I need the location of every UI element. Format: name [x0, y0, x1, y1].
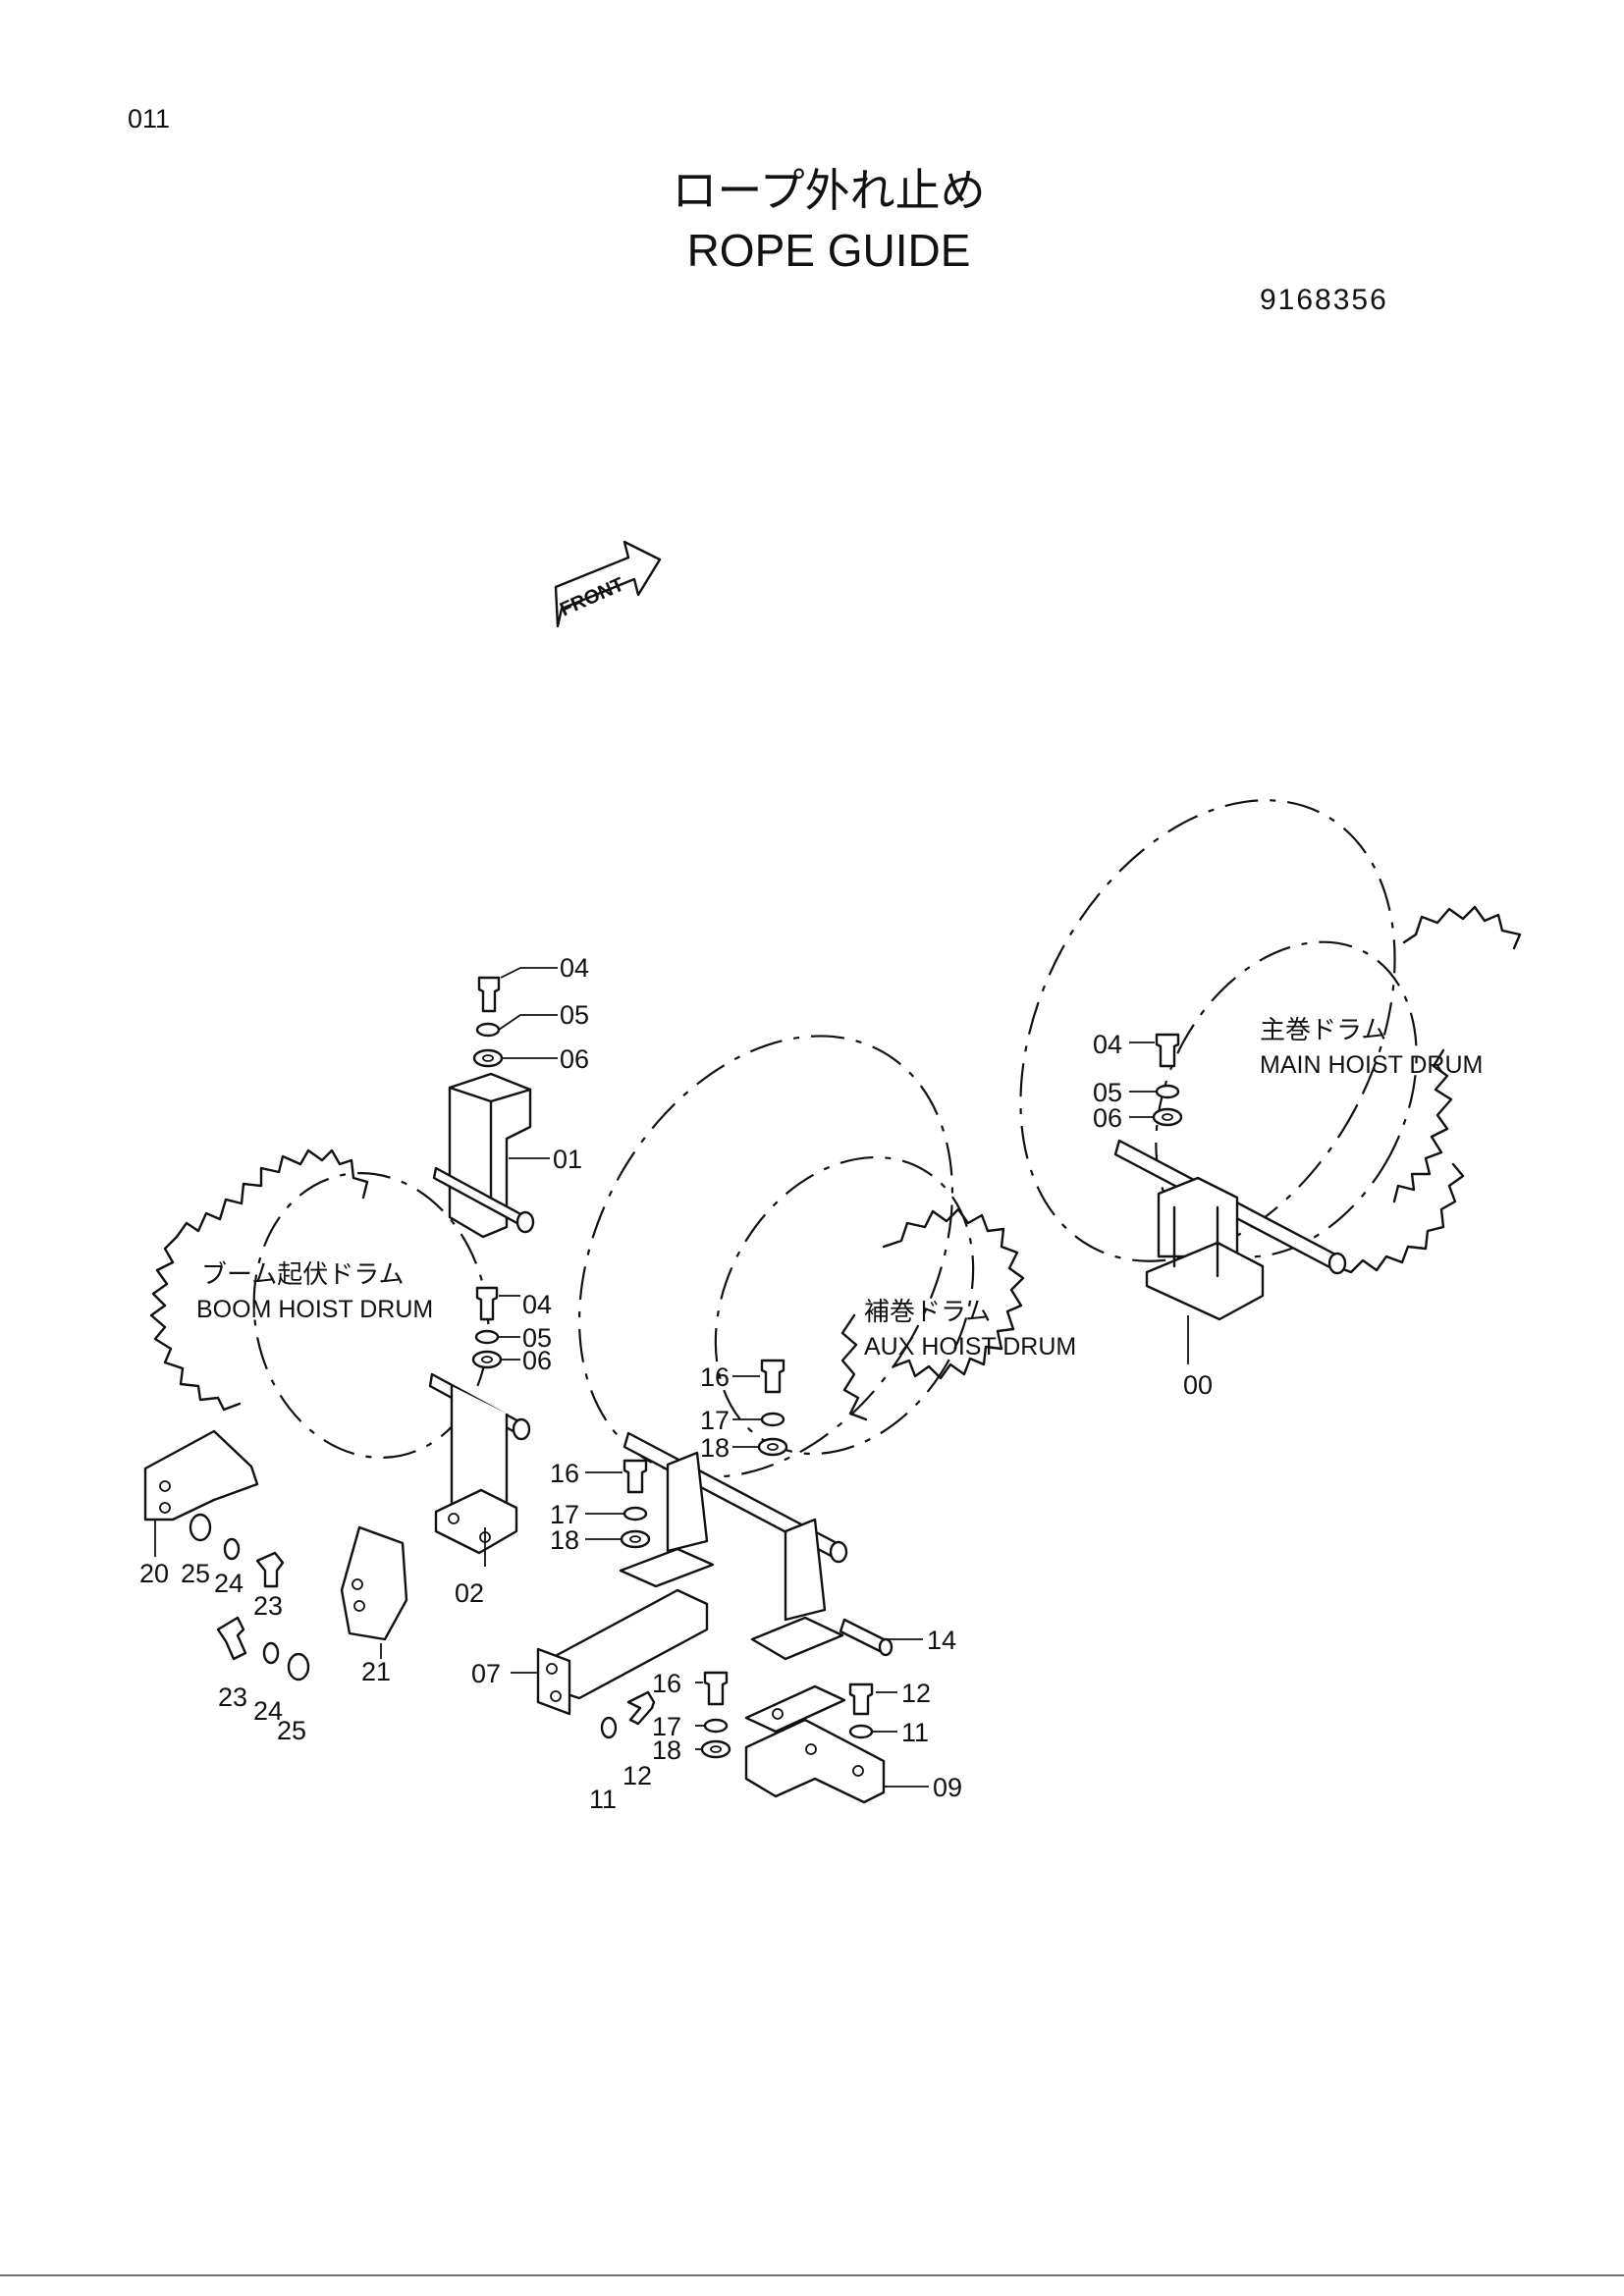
spring-washer-icon [475, 1022, 501, 1038]
callout-05: 05 [522, 1323, 552, 1353]
spring-washer-icon [1155, 1084, 1180, 1099]
boom-drum-label-jp: ブーム起伏ドラム [201, 1259, 404, 1289]
callout-04: 04 [560, 953, 589, 983]
callout-17: 17 [700, 1406, 730, 1435]
callout-16: 16 [550, 1459, 579, 1488]
flat-washer-icon [189, 1513, 212, 1542]
bolt-icon [626, 1690, 656, 1726]
leader-lines [154, 967, 1189, 1788]
bracket-02 [428, 1372, 531, 1555]
spring-washer-icon [600, 1716, 618, 1739]
bracket-01 [432, 1072, 535, 1239]
callout-04: 04 [1093, 1030, 1122, 1059]
flat-washer-icon [287, 1652, 310, 1682]
callout-18: 18 [700, 1433, 730, 1463]
callout-numbers: 04 05 06 01 04 05 06 02 04 05 06 00 16 1… [139, 953, 1213, 1814]
callout-12: 12 [901, 1679, 931, 1708]
bolt-icon [1155, 1033, 1180, 1068]
aux-drum-label-jp: 補巻ドラム [864, 1297, 991, 1326]
callout-02: 02 [455, 1578, 484, 1608]
callout-05: 05 [560, 1000, 589, 1030]
callout-05: 05 [1093, 1078, 1122, 1107]
callout-24: 24 [253, 1696, 283, 1726]
bracket-09 [744, 1684, 886, 1804]
spring-washer-icon [223, 1537, 241, 1561]
callout-01: 01 [553, 1145, 582, 1174]
flat-washer-icon [700, 1739, 731, 1759]
callout-18: 18 [652, 1735, 681, 1765]
callout-25: 25 [181, 1559, 210, 1588]
main-drum-label-en: MAIN HOIST DRUM [1260, 1051, 1483, 1079]
callout-18: 18 [550, 1525, 579, 1555]
page-code: 011 [128, 104, 170, 133]
guide-14 [619, 1431, 893, 1661]
callout-12: 12 [623, 1761, 652, 1790]
flat-washer-icon [757, 1437, 788, 1457]
bolt-icon [848, 1682, 874, 1716]
bracket-21 [340, 1525, 408, 1641]
bolt-icon [477, 976, 501, 1013]
hardware [189, 976, 1183, 1759]
callout-23: 23 [218, 1682, 247, 1712]
callout-16: 16 [700, 1362, 730, 1392]
bracket-07 [536, 1588, 709, 1716]
callout-14: 14 [927, 1626, 956, 1655]
title-japanese: ロープ外れ止め [672, 165, 985, 216]
bolt-icon [216, 1616, 247, 1661]
callout-25: 25 [277, 1716, 306, 1745]
spring-washer-icon [623, 1506, 648, 1522]
flat-washer-icon [471, 1350, 503, 1369]
callout-00: 00 [1183, 1370, 1213, 1400]
flat-washer-icon [620, 1529, 651, 1549]
flat-washer-icon [472, 1048, 504, 1068]
callout-06: 06 [522, 1346, 552, 1375]
callout-17: 17 [550, 1500, 579, 1529]
spring-washer-icon [262, 1641, 280, 1665]
callout-23: 23 [253, 1591, 283, 1621]
callout-09: 09 [933, 1773, 962, 1802]
callout-11: 11 [901, 1718, 929, 1747]
callout-04: 04 [522, 1290, 552, 1319]
spring-washer-icon [760, 1412, 785, 1427]
front-arrow-icon: FRONT [554, 540, 662, 628]
spring-washer-icon [703, 1718, 729, 1734]
boom-drum-label-en: BOOM HOIST DRUM [196, 1296, 433, 1323]
callout-06: 06 [560, 1044, 589, 1074]
bracket-20 [143, 1429, 259, 1522]
callout-06: 06 [1093, 1103, 1122, 1133]
front-label: FRONT [557, 573, 627, 620]
main-hoist-drum [1019, 799, 1522, 1274]
main-drum-label-jp: 主巻ドラム [1260, 1015, 1386, 1044]
bolt-icon [623, 1459, 648, 1494]
callout-24: 24 [214, 1569, 244, 1598]
spring-washer-icon [474, 1329, 500, 1345]
drawing-number: 9168356 [1260, 284, 1388, 316]
aux-drum-label-en: AUX HOIST DRUM [864, 1333, 1076, 1361]
callout-07: 07 [471, 1659, 501, 1688]
callout-20: 20 [139, 1559, 169, 1588]
callout-16: 16 [652, 1669, 681, 1698]
spring-washer-icon [848, 1724, 874, 1739]
callout-17: 17 [652, 1712, 681, 1741]
flat-washer-icon [1152, 1107, 1183, 1127]
bolt-icon [703, 1671, 729, 1706]
callout-11: 11 [589, 1785, 617, 1814]
bolt-icon [760, 1359, 785, 1394]
bolt-icon [255, 1551, 285, 1588]
bolt-icon [475, 1286, 499, 1321]
guide-00 [1113, 1139, 1347, 1321]
callout-21: 21 [361, 1657, 391, 1686]
title-english: ROPE GUIDE [687, 225, 971, 276]
